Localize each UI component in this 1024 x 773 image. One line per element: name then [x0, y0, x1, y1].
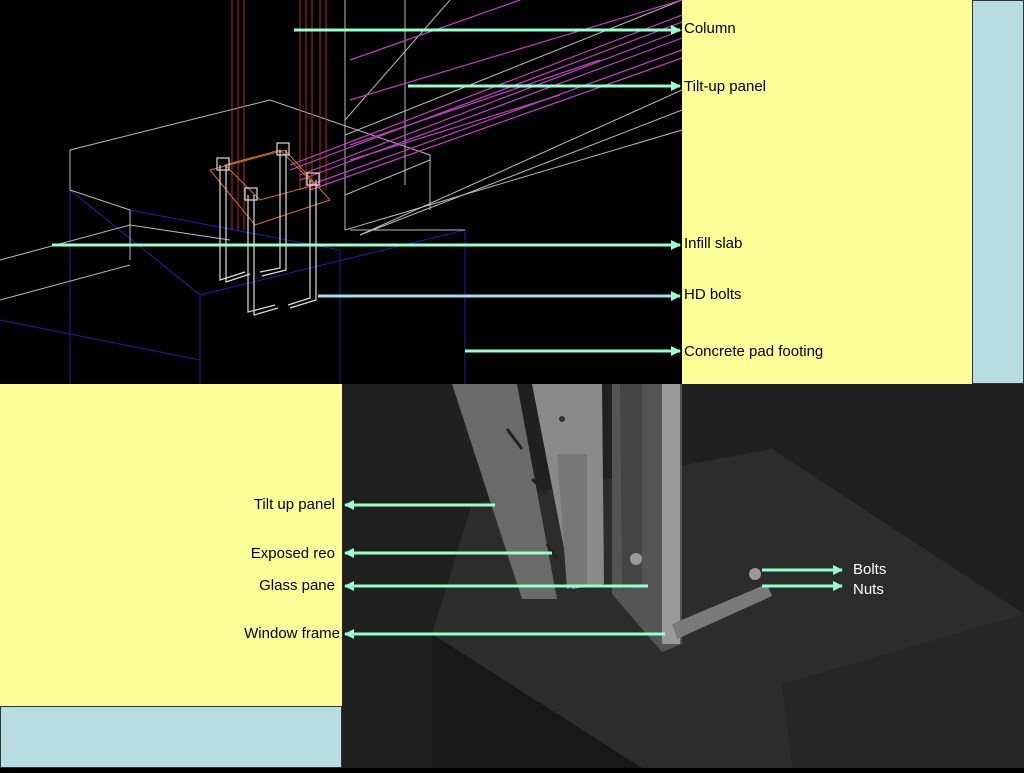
label-window-frame: Window frame [244, 625, 340, 642]
hd-bolts-wireframe [216, 142, 320, 316]
rendered-drawing [432, 384, 1024, 768]
column-wireframe [231, 0, 327, 230]
wireframe-drawing [0, 0, 683, 384]
reo-wireframe [289, 0, 683, 191]
fixing-dot [559, 416, 565, 422]
label-hd-bolts: HD bolts [684, 286, 742, 303]
side-bar-top [972, 0, 1024, 384]
base-angle [672, 584, 772, 639]
bolt-right [749, 568, 761, 580]
label-glass-pane: Glass pane [259, 577, 335, 594]
slab-front-face [432, 634, 642, 768]
tilt-panel-notch [557, 454, 587, 589]
tilt-panel-edge [452, 384, 557, 599]
label-column: Column [684, 20, 736, 37]
wireframe-view [0, 0, 683, 384]
label-infill-slab: Infill slab [684, 235, 743, 252]
window-mullion [662, 384, 680, 644]
rendered-view [342, 384, 1024, 768]
glass-pane-shape [620, 384, 642, 589]
footing-face [782, 614, 1024, 768]
label-concrete-pad: Concrete pad footing [684, 343, 824, 360]
side-bar-bottom [0, 706, 342, 768]
label-tilt-up-panel: Tilt up panel [253, 496, 335, 513]
label-tiltup-panel: Tilt-up panel [684, 78, 766, 95]
label-area-top [682, 0, 972, 384]
label-area-bottom [0, 384, 342, 706]
label-bolts: Bolts [853, 561, 887, 578]
bolt-left [630, 553, 642, 565]
label-exposed-reo: Exposed reo [250, 545, 335, 562]
label-nuts: Nuts [853, 581, 884, 598]
slab-wireframe [0, 0, 683, 301]
